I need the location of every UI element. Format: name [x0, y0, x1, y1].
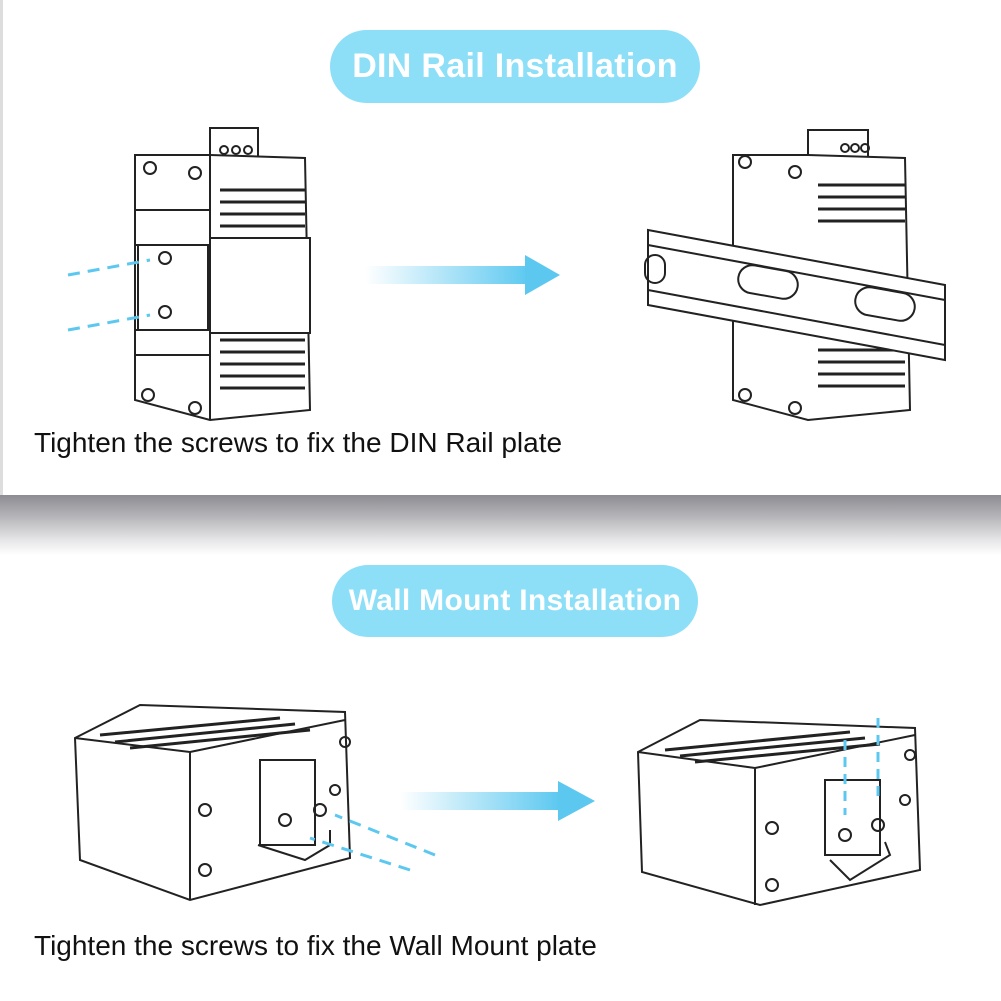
- screw-direction-arrows: [67, 258, 151, 332]
- panel-edge: [0, 0, 3, 495]
- wall-device-mounted: [636, 718, 922, 907]
- din-device-mounted: [644, 129, 946, 422]
- wall-screw-arrows: [309, 813, 436, 872]
- din-rail-title: DIN Rail Installation: [352, 47, 678, 85]
- wall-mount-title-badge: Wall Mount Installation: [332, 565, 698, 637]
- wall-mount-caption: Tighten the screws to fix the Wall Mount…: [34, 930, 597, 961]
- din-rail-caption: Tighten the screws to fix the DIN Rail p…: [34, 427, 563, 458]
- arrow-right-icon: [365, 255, 560, 295]
- din-device-before: [134, 127, 312, 422]
- wall-screw-arrows-vertical: [843, 718, 880, 815]
- section-divider-shadow: [0, 495, 1001, 555]
- wall-mount-title: Wall Mount Installation: [348, 584, 682, 617]
- arrow-right-icon: [400, 781, 595, 821]
- wall-device-before: [73, 703, 352, 902]
- din-rail-title-badge: DIN Rail Installation: [330, 30, 700, 103]
